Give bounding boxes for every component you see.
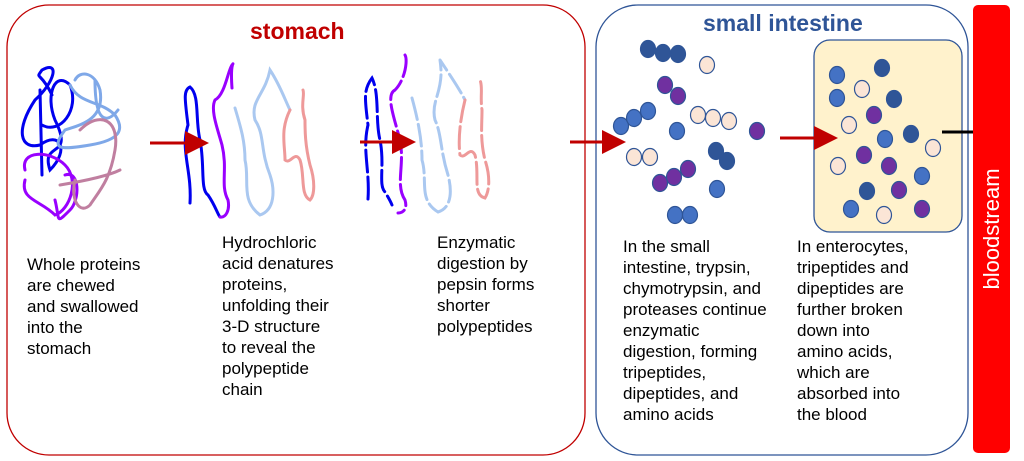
amino-acid-purple <box>656 75 674 95</box>
amino-acid-purple <box>651 173 669 193</box>
step-description: Enzymatic digestion by pepsin forms shor… <box>437 233 535 336</box>
amino-acid-particles <box>612 39 942 225</box>
amino-acid-purple <box>679 159 697 179</box>
step-description: Hydrochloric acid denatures proteins, un… <box>222 233 334 399</box>
amino-acid-blue <box>639 39 657 59</box>
amino-acid-peach <box>875 205 893 225</box>
amino-acid-purple <box>865 105 883 125</box>
amino-acid-purple <box>880 156 898 176</box>
amino-acid-blue <box>876 129 894 149</box>
polypeptides-icon <box>364 53 491 215</box>
amino-acid-blue <box>654 43 672 63</box>
amino-acid-peach <box>704 108 722 128</box>
amino-acid-purple <box>913 199 931 219</box>
amino-acid-blue <box>681 205 699 225</box>
amino-acid-peach <box>625 147 643 167</box>
amino-acid-blue <box>885 89 903 109</box>
amino-acid-purple <box>665 167 683 187</box>
amino-acid-purple <box>855 145 873 165</box>
amino-acid-blue <box>707 141 725 161</box>
amino-acid-peach <box>829 156 847 176</box>
stomach-title: stomach <box>250 18 345 44</box>
amino-acid-blue <box>902 124 920 144</box>
amino-acid-blue <box>668 121 686 141</box>
amino-acid-blue <box>625 108 643 128</box>
step-description: In enterocytes, tripeptides and dipeptid… <box>797 237 909 424</box>
step-description: In the small intestine, trypsin, chymotr… <box>623 237 767 424</box>
amino-acid-peach <box>689 105 707 125</box>
amino-acid-blue <box>669 44 687 64</box>
amino-acid-peach <box>924 138 942 158</box>
amino-acid-peach <box>840 115 858 135</box>
amino-acid-blue <box>913 166 931 186</box>
amino-acid-blue <box>718 151 736 171</box>
amino-acid-blue <box>828 65 846 85</box>
amino-acid-blue <box>708 179 726 199</box>
small-intestine-title: small intestine <box>703 10 863 36</box>
step-description: Whole proteins are chewed and swallowed … <box>27 255 141 358</box>
bloodstream-label: bloodstream <box>978 168 1004 290</box>
amino-acid-peach <box>698 55 716 75</box>
amino-acid-purple <box>748 121 766 141</box>
denatured-protein-icon <box>183 62 316 219</box>
amino-acid-blue <box>873 58 891 78</box>
whole-protein-icon <box>20 66 122 221</box>
stomach-region <box>6 4 586 456</box>
amino-acid-purple <box>669 86 687 106</box>
amino-acid-blue <box>858 181 876 201</box>
amino-acid-peach <box>720 111 738 131</box>
amino-acid-peach <box>641 147 659 167</box>
amino-acid-blue <box>666 205 684 225</box>
bloodstream-bar: bloodstream <box>973 5 1010 453</box>
small-intestine-region <box>595 4 969 456</box>
amino-acid-blue <box>639 101 657 121</box>
amino-acid-blue <box>828 88 846 108</box>
amino-acid-blue <box>842 199 860 219</box>
amino-acid-peach <box>853 79 871 99</box>
amino-acid-purple <box>890 180 908 200</box>
